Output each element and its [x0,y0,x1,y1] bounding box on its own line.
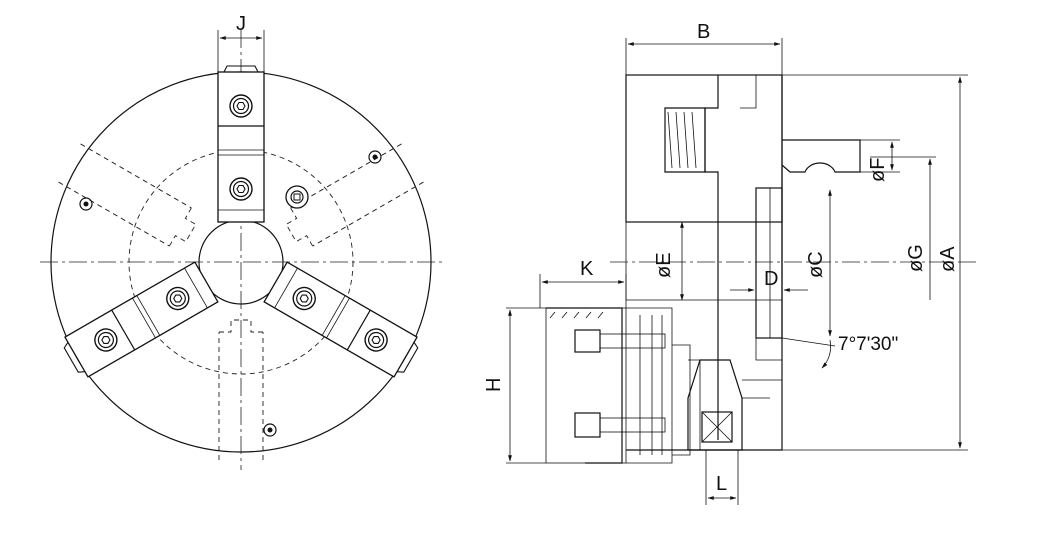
body-upper [625,74,783,223]
spigot [755,187,783,339]
jaw-top [218,66,264,222]
pinion-screw [285,185,309,209]
dimension-phiC: øC [805,189,832,337]
side-jaw-lower [545,307,782,464]
dimension-D: D [730,268,808,300]
label-phiG: øG [905,244,927,272]
dimension-J: J [217,13,265,72]
mounting-hole-top-left [79,197,93,211]
label-J: J [236,13,246,35]
label-H: H [483,378,505,392]
front-view: J [40,13,445,470]
dimension-H: H [483,307,546,464]
side-view: B K H L D [483,21,980,505]
dimension-B: B [625,21,783,75]
label-taper-angle: 7°7'30" [838,334,898,355]
label-phiC: øC [805,251,827,278]
dimension-phiA: øA [782,74,968,451]
mounting-hole-bottom [263,423,277,437]
dimension-phiF: øF [860,139,900,182]
taper-angle-callout: 7°7'30" [781,334,898,369]
label-K: K [580,258,594,280]
dimension-L: L [705,450,739,505]
label-L: L [716,473,727,495]
label-phiA: øA [937,246,959,272]
dimension-phiG: øG [870,156,936,300]
jaw-left [60,262,218,380]
body-outline-right [626,75,783,451]
dimension-phiE: øE [653,221,684,301]
label-phiE: øE [653,252,675,278]
side-jaw-upper [704,75,719,440]
jaw-right [264,262,422,380]
label-B: B [697,21,710,43]
dimension-K: K [539,258,627,308]
label-D: D [764,268,778,290]
mounting-hole-top-right [368,150,382,164]
label-phiF: øF [867,158,889,182]
side-jaw-step [781,139,861,173]
